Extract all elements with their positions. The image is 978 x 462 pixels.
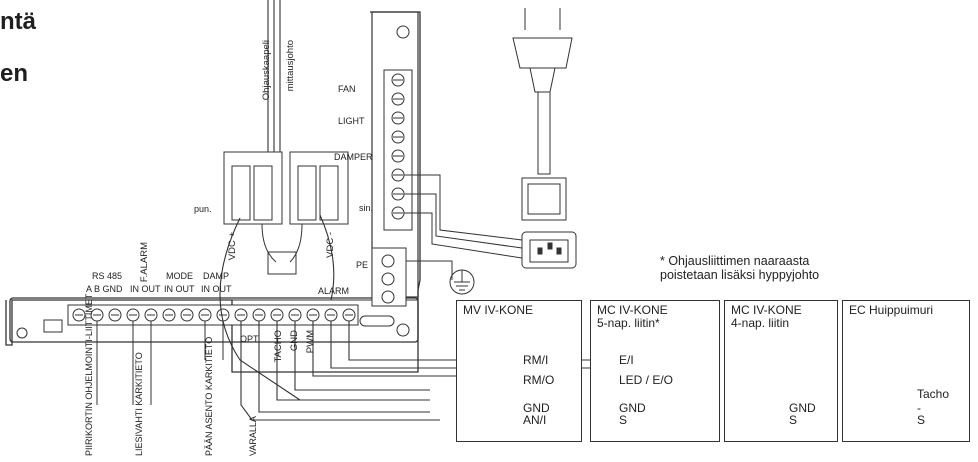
alarm-label: ALARM	[318, 286, 350, 296]
signal-label: RM/I	[523, 353, 549, 367]
damp-label: DAMP	[203, 271, 230, 281]
signal-label: E/I	[619, 353, 634, 367]
relay-right	[289, 151, 349, 225]
pwm-label: PWM	[305, 330, 316, 354]
mains-plug	[512, 8, 573, 221]
falarm-label: F.ALARM	[139, 242, 150, 283]
iec-socket	[521, 231, 577, 269]
mount-hole-top	[396, 25, 410, 39]
pe-label: PE	[356, 260, 369, 270]
sin-label: sin.	[359, 203, 374, 213]
board-outline	[5, 11, 421, 373]
power-terminal-column	[383, 69, 413, 231]
fan-label: FAN	[338, 84, 356, 94]
damper-label: DAMPER	[334, 152, 373, 162]
bottom-label-varalla: VARALLA	[248, 416, 258, 456]
note-text: * Ohjausliittimen naaraasta poistetaan l…	[660, 254, 819, 282]
signal-label: -	[917, 401, 921, 415]
control-cable	[267, 0, 281, 152]
title-line-1: ntä	[0, 8, 36, 35]
bottom-label-programming: PIIRIKORTIN OHJELMOINTI-LIITTIMET	[84, 293, 94, 456]
signal-label: RM/O	[523, 373, 555, 387]
mount-hole-left	[16, 327, 28, 339]
signal-label: GND	[789, 401, 816, 415]
bottom-label-liesivahti: LIESIVAHTI KARKITIETO	[134, 352, 144, 456]
device-title: MC IV-KONE 5-nap. liitin*	[597, 303, 668, 330]
note-line-1: * Ohjausliittimen naaraasta	[660, 254, 810, 268]
mode-sub-label: IN OUT	[164, 284, 195, 294]
programming-connector	[43, 319, 63, 333]
damp-sub-label: IN OUT	[201, 284, 232, 294]
jumper-block	[267, 251, 297, 275]
note-line-2: poistetaan lisäksi hyppyjohto	[660, 268, 820, 282]
device-box-mc4: MC IV-KONE 4-nap. liitin GND S	[724, 300, 838, 442]
device-box-mc5: MC IV-KONE 5-nap. liitin* E/I LED / E/O …	[590, 300, 720, 442]
device-title: EC Huippuimuri	[849, 303, 934, 317]
mode-label: MODE	[166, 271, 193, 281]
signal-label: S	[619, 413, 628, 427]
device-title: MC IV-KONE 4-nap. liitin	[731, 303, 802, 330]
falarm-sub-label: IN OUT	[130, 284, 161, 294]
cable-label-1: Ohjauskaapeli	[261, 40, 272, 101]
signal-label: S	[917, 413, 926, 427]
opt-label: OPT	[240, 334, 259, 344]
pe-terminal-block	[371, 247, 407, 307]
label-leaders	[96, 321, 224, 405]
mount-hole-right	[396, 323, 410, 337]
signal-label: GND	[619, 401, 646, 415]
signal-label: S	[789, 413, 798, 427]
title-line-2: en	[0, 60, 29, 87]
signal-label: Tacho	[917, 387, 950, 401]
board-slot	[359, 315, 395, 327]
light-label: LIGHT	[338, 116, 365, 126]
device-box-mv: MV IV-KONE RM/I RM/O GND AN/I	[456, 300, 582, 442]
tacho-label: TACHO	[273, 330, 284, 363]
cable-label-2: mittausjohto	[285, 40, 296, 92]
relay-left	[223, 151, 283, 225]
rs485-sub-label: A B GND	[86, 284, 123, 294]
device-box-ec: EC Huippuimuri Tacho - S	[842, 300, 970, 442]
bottom-label-paan-asento: PÄÄN ASENTO KARKITIETO	[204, 336, 214, 456]
ground-symbol	[449, 269, 475, 295]
pun-label: pun.	[194, 204, 212, 214]
vdc-plus-label: VDC +	[227, 232, 238, 261]
signal-label: LED / E/O	[619, 373, 674, 387]
signal-label: AN/I	[523, 413, 547, 427]
rs485-label: RS 485	[92, 271, 123, 281]
terminal-board	[9, 297, 419, 343]
device-title: MV IV-KONE	[463, 303, 534, 317]
gnd-label: GND	[289, 330, 300, 352]
signal-label: GND	[523, 401, 550, 415]
vdc-minus-label: VDC -	[325, 232, 336, 258]
